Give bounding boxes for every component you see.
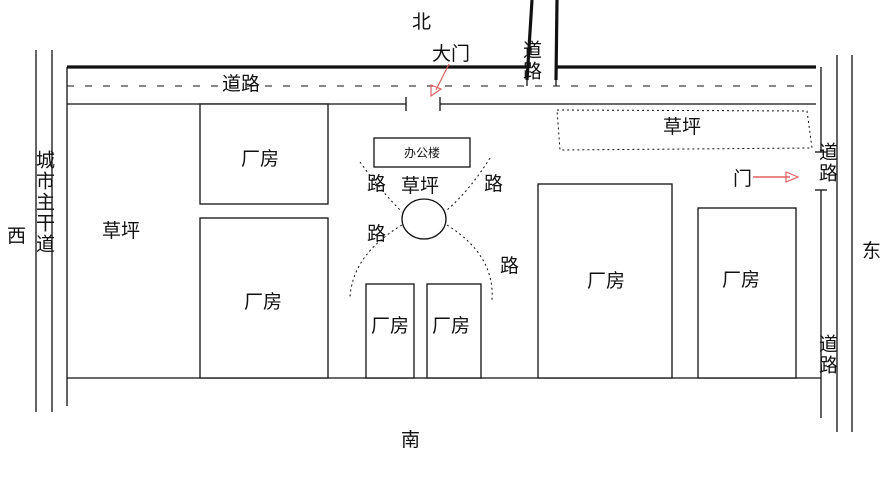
path-label-upper-right: 路 (484, 173, 503, 195)
factory-building-southwest (199, 217, 329, 379)
factory-building-east-large (537, 183, 673, 379)
factory-building-center-left (365, 283, 415, 379)
north-label: 北 (412, 11, 431, 33)
factory-label-southwest: 厂房 (244, 291, 282, 313)
north-branch-road-left (525, 0, 534, 81)
path-curve-upper-left (359, 161, 403, 213)
factory-building-northwest (199, 103, 329, 205)
west-lawn-label: 草坪 (102, 220, 140, 242)
factory-label-center-right: 厂房 (432, 315, 470, 337)
north-branch-road-label: 道路 (520, 40, 542, 82)
factory-label-center-left: 厂房 (371, 315, 409, 337)
factory-building-center-right (426, 283, 482, 379)
east-gate-arrow (753, 171, 800, 183)
factory-label-east-large: 厂房 (587, 270, 625, 292)
path-label-upper-left: 路 (367, 173, 386, 195)
path-curve-right (446, 224, 493, 301)
east-label: 东 (862, 240, 881, 262)
path-label-lower-left: 路 (367, 223, 386, 245)
factory-building-east-small (697, 207, 797, 379)
office-building (373, 137, 471, 168)
northeast-lawn-label: 草坪 (663, 116, 701, 138)
north-branch-road-right (554, 0, 559, 81)
center-lawn-label: 草坪 (401, 175, 439, 197)
northeast-lawn-outline (556, 109, 813, 151)
factory-label-northwest: 厂房 (241, 148, 279, 170)
south-label: 南 (401, 429, 420, 451)
west-label: 西 (7, 225, 26, 247)
central-roundabout (401, 198, 447, 240)
office-building-label: 办公楼 (404, 145, 440, 160)
main-gate-arrow (430, 63, 450, 98)
path-label-lower-right: 路 (500, 255, 519, 277)
path-curve-left (349, 224, 403, 299)
main-gate-label: 大门 (432, 43, 470, 65)
east-road-lower-label: 道路 (816, 334, 838, 376)
east-road-upper-label: 道路 (816, 142, 838, 184)
path-curve-upper-right (446, 157, 491, 211)
factory-label-east-small: 厂房 (722, 269, 760, 291)
north-road-label: 道路 (222, 73, 260, 95)
east-gate-label: 门 (733, 168, 752, 190)
west-trunk-road-label: 城市主干道 (33, 150, 55, 255)
